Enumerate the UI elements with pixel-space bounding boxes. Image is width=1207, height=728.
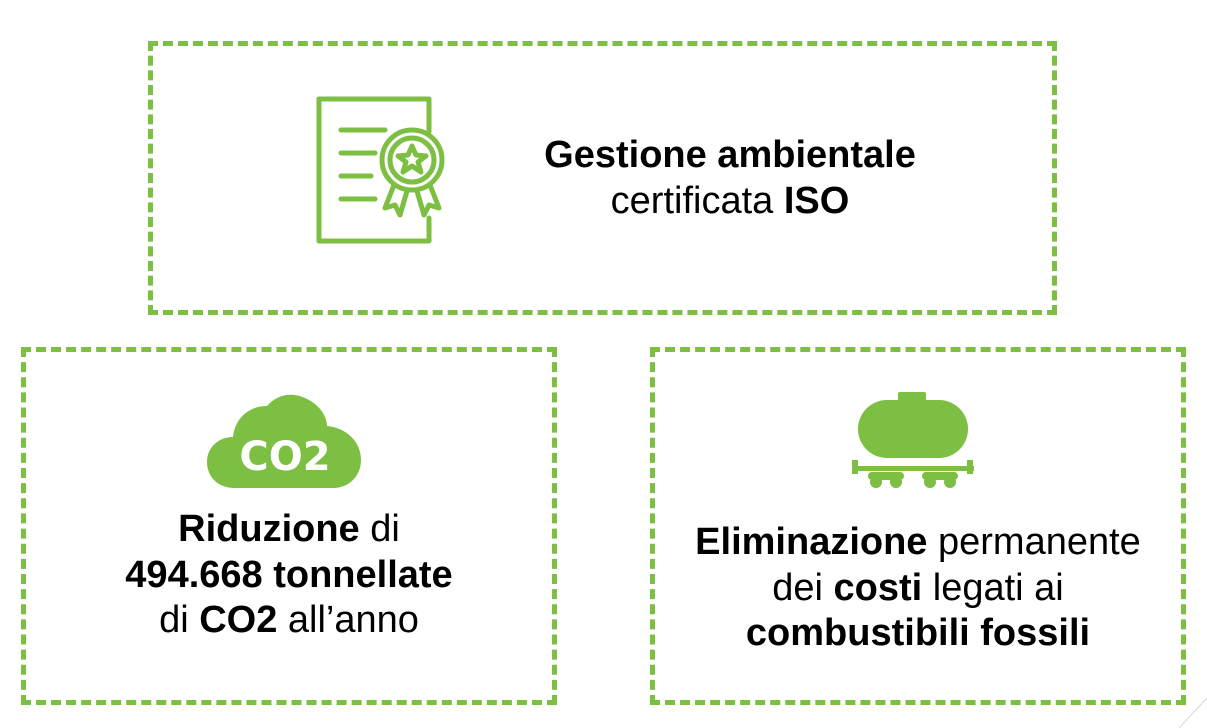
- fuel-elimination-bold: Eliminazione: [695, 521, 928, 563]
- co2-label: CO2: [199, 599, 278, 642]
- co2-reduction-di: di: [359, 508, 400, 550]
- fuel-caption: Eliminazione permanente dei costi legati…: [650, 520, 1186, 657]
- iso-label: ISO: [783, 179, 850, 222]
- iso-card: [148, 41, 1057, 315]
- co2-di: di: [159, 599, 200, 642]
- certificate-award-icon: [315, 95, 445, 245]
- fuel-permanent: permanente: [927, 521, 1141, 563]
- co2-amount: 494.668 tonnellate: [125, 553, 453, 596]
- fuel-related: legati ai: [922, 566, 1064, 609]
- corner-decoration: [1178, 697, 1207, 728]
- iso-title: Gestione ambientale: [544, 134, 916, 176]
- fuel-dei: dei: [772, 566, 834, 609]
- co2-caption: Riduzione di 494.668 tonnellate di CO2 a…: [21, 507, 557, 644]
- co2-cloud-icon: CO2: [205, 390, 365, 490]
- co2-reduction-bold: Riduzione: [178, 508, 360, 550]
- fuel-card: [650, 347, 1186, 705]
- iso-caption: Gestione ambientale certificata ISO: [470, 133, 990, 224]
- fuel-costs: costi: [833, 566, 923, 609]
- co2-card: [21, 347, 557, 705]
- co2-per-year: all’anno: [277, 599, 419, 642]
- co2-icon-label: CO2: [239, 434, 330, 480]
- fuel-fossil: combustibili fossili: [745, 612, 1091, 655]
- tank-wagon-icon: [850, 390, 975, 490]
- iso-certified-text: certificata: [610, 179, 774, 222]
